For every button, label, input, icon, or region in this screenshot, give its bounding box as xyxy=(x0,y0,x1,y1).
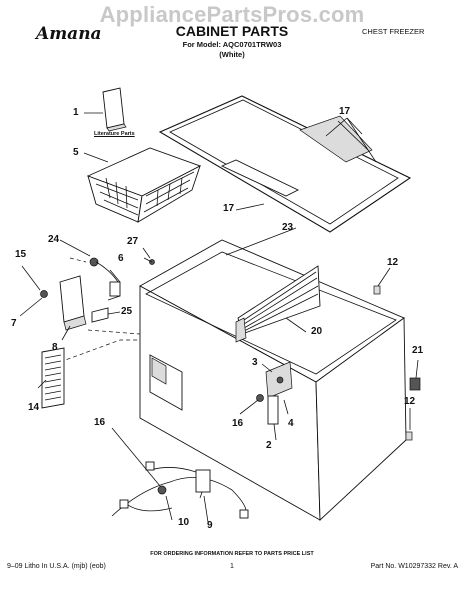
callout-16-cabinet: 16 xyxy=(232,418,244,429)
louver-grille xyxy=(37,347,65,409)
page-number: 1 xyxy=(230,563,234,570)
callout-7: 7 xyxy=(11,318,17,329)
color-note: (White) xyxy=(219,50,245,59)
wiring-components xyxy=(19,239,155,363)
page-title: CABINET PARTS xyxy=(175,23,289,39)
callout-5: 5 xyxy=(73,147,79,158)
wire-harness xyxy=(111,427,249,523)
callout-9: 9 xyxy=(207,520,213,531)
wire-basket xyxy=(83,147,202,223)
callout-27: 27 xyxy=(127,236,139,247)
literature-parts-label: Literature Parts xyxy=(94,131,135,137)
callout-4: 4 xyxy=(288,418,294,429)
leveling-feet xyxy=(373,267,421,441)
callout-12-bottom: 12 xyxy=(404,396,416,407)
model-line: For Model: AQC0701TRW03 xyxy=(182,40,282,49)
callout-17-top: 17 xyxy=(339,106,351,117)
callout-12-top: 12 xyxy=(387,257,399,268)
part-number: Part No. W10297332 Rev. A xyxy=(370,563,458,570)
callout-17-bottom: 17 xyxy=(223,203,235,214)
callout-23: 23 xyxy=(282,222,294,233)
callout-2: 2 xyxy=(266,440,272,451)
watermark: AppliancePartsPros.com xyxy=(99,2,365,27)
callout-10: 10 xyxy=(178,517,190,528)
callout-20: 20 xyxy=(311,326,323,337)
hinge-bracket xyxy=(239,361,293,441)
callout-1: 1 xyxy=(73,107,79,118)
brand-logo: Amana xyxy=(36,24,102,44)
category-label: CHEST FREEZER xyxy=(362,27,425,36)
callout-15: 15 xyxy=(15,249,27,260)
callout-24: 24 xyxy=(48,234,60,245)
callout-16-harness: 16 xyxy=(94,417,106,428)
literature-parts-booklet xyxy=(84,87,127,132)
divider-panel xyxy=(235,265,321,343)
callout-25: 25 xyxy=(121,306,133,317)
callout-3: 3 xyxy=(252,357,258,368)
callout-14: 14 xyxy=(28,402,40,413)
callout-21: 21 xyxy=(412,345,424,356)
callout-6: 6 xyxy=(118,253,124,264)
ordering-note: FOR ORDERING INFORMATION REFER TO PARTS … xyxy=(150,551,314,557)
callout-8: 8 xyxy=(52,342,58,353)
print-info: 9–09 Litho In U.S.A. (mjb) (eob) xyxy=(7,563,106,570)
lid-gasket xyxy=(158,95,412,233)
